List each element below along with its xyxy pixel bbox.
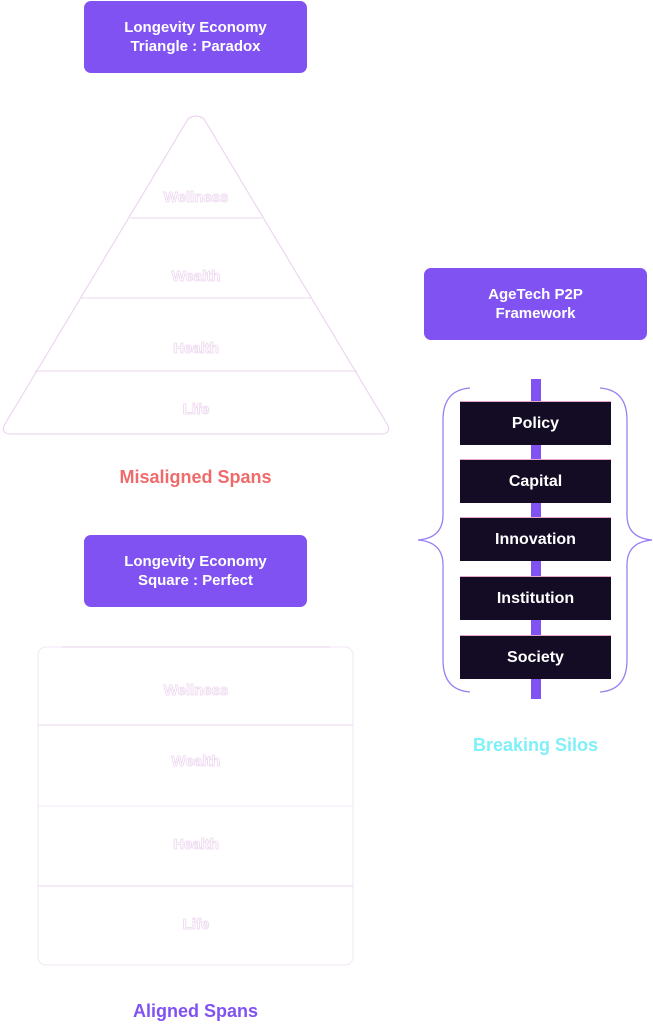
framework-title-box: AgeTech P2P Framework <box>424 268 647 340</box>
triangle-layer-life: Life <box>183 401 210 418</box>
triangle-outline <box>2 115 390 435</box>
square-layer-health: Health <box>173 836 219 853</box>
square-title-line2: Square : Perfect <box>137 572 254 589</box>
triangle-title-box: Longevity Economy Triangle : Paradox <box>84 1 307 73</box>
triangle-title-line1: Longevity Economy <box>124 19 267 36</box>
misaligned-caption: Misaligned Spans <box>119 467 272 487</box>
left-brace-icon <box>417 387 471 693</box>
framework-title-line2: Framework <box>495 305 576 322</box>
square-layer-life: Life <box>183 916 210 933</box>
triangle-layer-wealth: Wealth <box>172 268 221 285</box>
square-title-box: Longevity Economy Square : Perfect <box>84 535 307 607</box>
square-layer-wellness: Wellness <box>164 682 229 699</box>
silo-innovation: Innovation <box>460 517 611 561</box>
triangle-layer-wellness: Wellness <box>164 189 229 206</box>
framework-title-line1: AgeTech P2P <box>488 286 583 303</box>
breaking-silos-caption: Breaking Silos <box>472 735 599 755</box>
triangle-title-line2: Triangle : Paradox <box>130 38 261 55</box>
square-title-line1: Longevity Economy <box>124 553 267 570</box>
square-layer-wealth: Wealth <box>172 753 221 770</box>
silo-institution: Institution <box>460 576 611 620</box>
triangle-layer-health: Health <box>173 340 219 357</box>
square-diagram: Wellness Wealth Health Life <box>37 646 354 966</box>
right-brace-icon <box>599 387 653 693</box>
triangle-diagram: Wellness Wealth Health Life <box>2 115 390 435</box>
aligned-caption: Aligned Spans <box>132 1001 258 1021</box>
silo-society: Society <box>460 635 611 679</box>
silo-capital: Capital <box>460 459 611 503</box>
silo-policy: Policy <box>460 401 611 445</box>
